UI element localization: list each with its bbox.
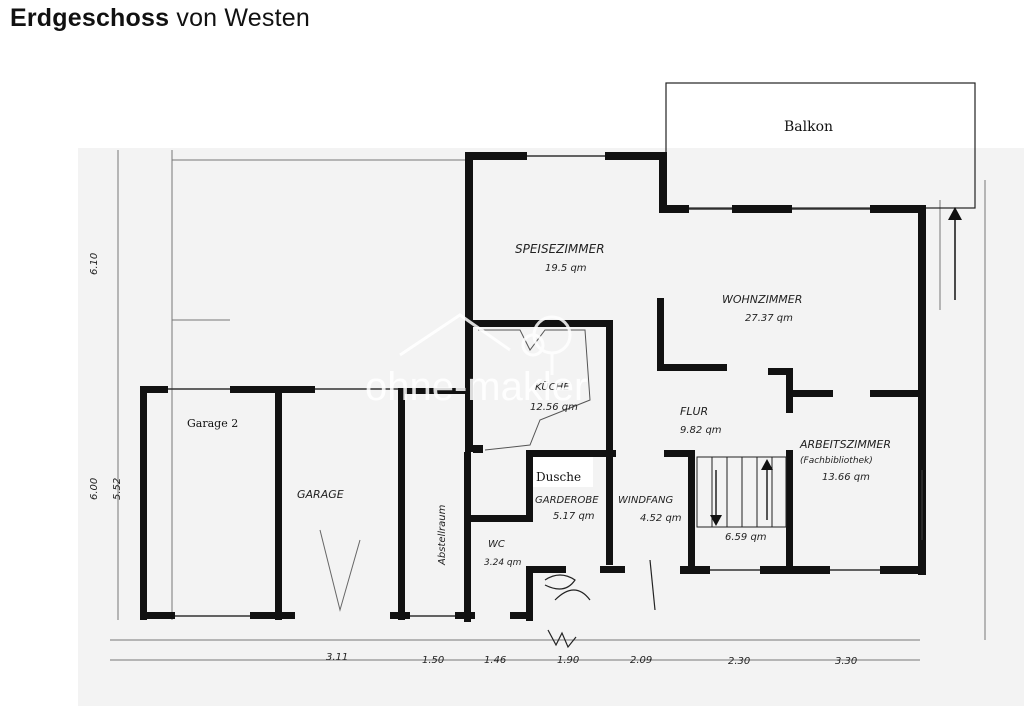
kitchen-counter [478, 329, 591, 451]
dusche-label: Dusche [536, 470, 581, 484]
dim-bottom-5: 2.30 [728, 656, 750, 667]
window-lines [168, 155, 923, 617]
dusche-label-bg [533, 457, 593, 487]
room-wc-name: WC [488, 539, 505, 550]
walls [140, 152, 926, 622]
dim-left-1: 6.00 [89, 478, 100, 500]
dim-bottom-4: 2.09 [630, 655, 652, 666]
garage2-label: Garage 2 [187, 417, 238, 430]
room-garderobe-area: 5.17 qm [553, 511, 595, 522]
room-arbeitszimmer-area: 13.66 qm [822, 472, 870, 483]
construction-lines [110, 150, 986, 661]
room-wohnzimmer-area: 27.37 qm [745, 313, 793, 324]
dim-bottom-3: 1.90 [557, 655, 579, 666]
room-windfang-area: 4.52 qm [640, 513, 682, 524]
watermark-logo [399, 313, 572, 375]
dim-bottom-6: 3.30 [835, 656, 857, 667]
room-speisezimmer-name: SPEISEZIMMER [515, 242, 605, 256]
bottom-dimensions: 3.11 1.50 1.46 1.90 2.09 2.30 3.30 [326, 652, 857, 667]
dim-left-2: 5.52 [112, 478, 123, 500]
left-dimensions: 6.10 6.00 5.52 [89, 253, 123, 500]
dim-left-0: 6.10 [89, 253, 100, 275]
stair-arrow-up-icon [761, 459, 773, 470]
room-windfang-name: WINDFANG [618, 495, 674, 506]
room-garderobe-name: GARDEROBE [535, 495, 599, 506]
page-title-regular: von Westen [176, 4, 310, 32]
watermark-text: ohne-makler [365, 365, 587, 409]
room-flur-name: FLUR [680, 405, 708, 418]
room-flur-area: 9.82 qm [680, 425, 722, 436]
room-abstellraum-name: Abstellraum [437, 504, 448, 566]
dim-bottom-1: 1.50 [422, 655, 444, 666]
room-treppe-area: 6.59 qm [725, 532, 767, 543]
room-arbeitszimmer-name: ARBEITSZIMMER [799, 438, 891, 451]
dim-bottom-2: 1.46 [484, 655, 506, 666]
balkon-outline [665, 82, 976, 209]
stair-arrow-down-icon [710, 515, 722, 526]
room-garage-name: GARAGE [297, 488, 344, 501]
dim-bottom-0: 3.11 [326, 652, 348, 663]
page-title-bold: Erdgeschoss [10, 4, 170, 32]
room-kueche-name: KÜCHE [535, 380, 570, 393]
room-wohnzimmer-name: WOHNZIMMER [722, 293, 802, 306]
room-arbeitszimmer-sub: (Fachbibliothek) [800, 456, 873, 466]
garage-door-sketch [319, 529, 361, 612]
room-speisezimmer-area: 19.5 qm [545, 263, 587, 274]
page-title: Erdgeschoss von Westen [10, 4, 310, 33]
room-kueche-area: 12.56 qm [530, 402, 578, 413]
room-wc-area: 3.24 qm [484, 558, 522, 568]
balkon-label: Balkon [784, 119, 833, 135]
arrow-up-icon [948, 207, 962, 220]
plant-sketch [544, 559, 656, 649]
plan-paper [78, 148, 1024, 706]
